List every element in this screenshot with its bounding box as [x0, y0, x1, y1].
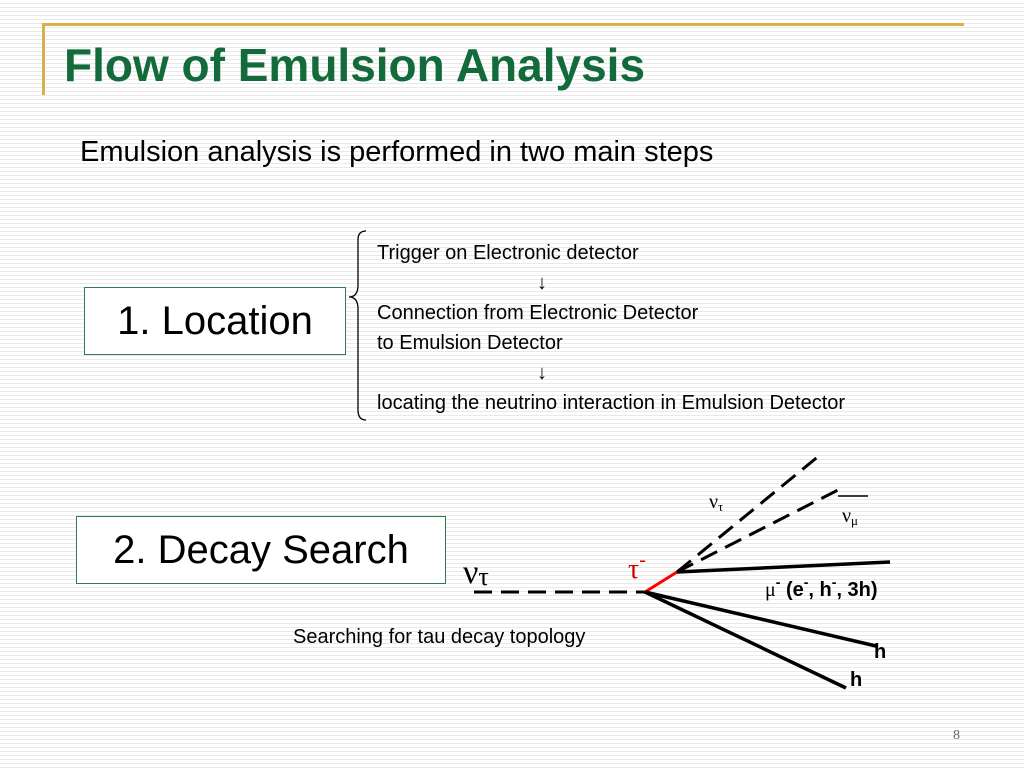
muon-label: μ- (e-, h-, 3h): [765, 574, 878, 601]
tau-track: [644, 570, 678, 594]
muon-track: [676, 560, 891, 574]
flow-line-trigger: Trigger on Electronic detector: [377, 242, 639, 264]
left-frame-line: [42, 23, 45, 95]
step-location-box: 1. Location: [84, 287, 346, 355]
hadron-track-2: [644, 590, 847, 690]
hadron-track-1: [644, 590, 877, 648]
flow-line-locating: locating the neutrino interaction in Emu…: [377, 392, 846, 414]
outgoing-nu-tau-label: ντ: [709, 491, 723, 514]
top-frame-line: [42, 23, 964, 26]
nu-mu-outgoing-track: [676, 488, 839, 574]
flow-line-connection-cont: to Emulsion Detector: [377, 332, 563, 354]
slide-subtitle: Emulsion analysis is performed in two ma…: [80, 136, 714, 168]
curly-brace: [348, 230, 367, 421]
flow-line-connection: Connection from Electronic Detector: [377, 302, 699, 324]
outgoing-nu-mu-label: νμ: [842, 505, 858, 528]
slide-title: Flow of Emulsion Analysis: [64, 39, 646, 91]
step-decay-search-box: 2. Decay Search: [76, 516, 446, 584]
incoming-nu-tau-label: ντ: [463, 554, 489, 591]
hadron-label-2: h: [850, 669, 862, 691]
down-arrow-icon: ↓: [537, 362, 547, 384]
page-number: 8: [953, 728, 960, 743]
location-flow: Trigger on Electronic detector ↓ Connect…: [377, 238, 845, 418]
nu-tau-outgoing-track: [676, 453, 821, 574]
decay-search-caption: Searching for tau decay topology: [293, 626, 586, 648]
down-arrow-icon: ↓: [537, 272, 547, 294]
tau-label: τ-: [628, 549, 646, 585]
step-decay-search-label: 2. Decay Search: [113, 527, 409, 572]
step-location-label: 1. Location: [117, 298, 313, 343]
hadron-label-1: h: [874, 641, 886, 663]
